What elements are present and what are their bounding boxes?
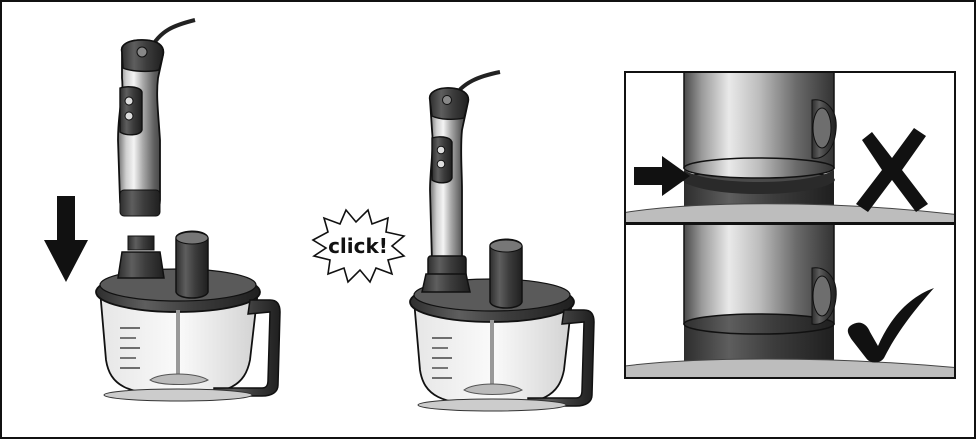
click-label: click! [328,234,388,258]
blender-handle-1 [118,40,163,216]
blender-handle-2 [428,88,468,280]
detail-panels [610,72,960,380]
detail-panel-right [610,224,960,380]
